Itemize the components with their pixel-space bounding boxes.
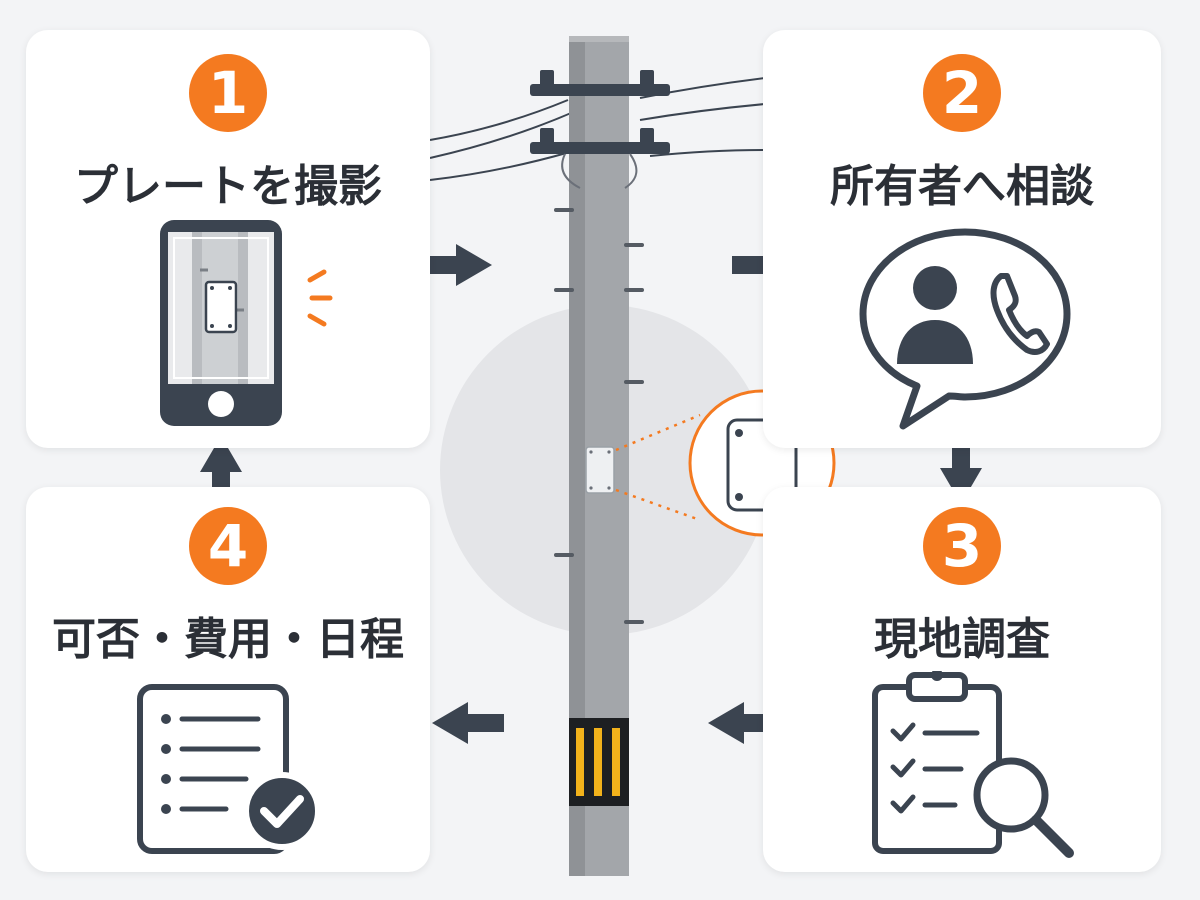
step-card-1: 1 プレートを撮影 xyxy=(26,30,430,448)
step-title-3: 現地調査 xyxy=(874,614,1050,665)
hanging-wire xyxy=(561,153,581,189)
step-card-4: 4 可否・費用・日程 xyxy=(26,487,430,872)
clipboard-search-icon xyxy=(872,671,1074,858)
arrow-left-2 xyxy=(432,702,504,744)
step-title-2: 所有者へ相談 xyxy=(830,161,1094,212)
pole-plate xyxy=(585,446,615,494)
speech-bubble-contact-icon xyxy=(859,228,1071,430)
step-number-badge-4: 4 xyxy=(189,507,267,585)
step-title-4: 可否・費用・日程 xyxy=(52,614,404,665)
pole-top xyxy=(569,36,629,42)
step-title-1: プレートを撮影 xyxy=(74,161,382,212)
smartphone-camera-icon xyxy=(160,220,333,426)
step-number-badge-2: 2 xyxy=(923,54,1001,132)
step-card-2: 2 所有者へ相談 xyxy=(763,30,1161,448)
step-bolts xyxy=(554,208,644,624)
step-card-3: 3 現地調査 xyxy=(763,487,1161,872)
crossarms xyxy=(530,70,670,154)
step-number-badge-1: 1 xyxy=(189,54,267,132)
hanging-wire-right xyxy=(624,153,638,189)
pole-shade xyxy=(569,36,585,876)
document-check-icon xyxy=(137,684,321,854)
zoom-guide-lines xyxy=(615,413,701,522)
step-number-badge-3: 3 xyxy=(923,507,1001,585)
